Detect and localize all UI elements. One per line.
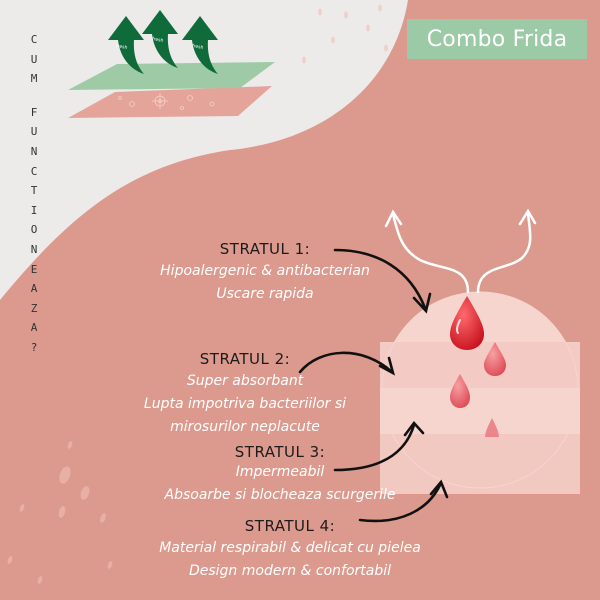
question-letter: I: [30, 203, 38, 217]
question-letter: ?: [30, 340, 38, 354]
layer-3-title: STRATUL 3:: [234, 443, 326, 461]
layer-3-block: STRATUL 3: Impermeabil Absoarbe si bloch…: [130, 443, 430, 507]
layer-1-title: STRATUL 1:: [219, 240, 311, 258]
layer-3-line-1: Impermeabil: [235, 464, 325, 480]
question-letter: A: [30, 321, 38, 335]
decorative-dots-bottom: [7, 441, 113, 584]
decorative-dots-top: [302, 4, 388, 64]
question-letter: Z: [30, 301, 38, 315]
question-letter: M: [30, 72, 38, 86]
product-badge: Combo Frida: [407, 19, 587, 59]
question-letter: E: [30, 262, 38, 276]
layer-3-line-2: Absoarbe si blocheaza scurgerile: [164, 487, 396, 503]
layer-1-block: STRATUL 1: Hipoalergenic & antibacterian…: [115, 240, 415, 306]
drop-icon-large: [450, 296, 484, 350]
layer-4-line-2: Design modern & confortabil: [188, 563, 392, 579]
layer-4-block: STRATUL 4: Material respirabil & delicat…: [125, 517, 455, 583]
question-letter: N: [30, 242, 38, 256]
fresh-arrows: [108, 10, 218, 74]
pointer-arrows: [298, 248, 449, 523]
fresh-label-2: fresh: [152, 36, 164, 44]
layer-1-line-2: Uscare rapida: [216, 286, 314, 302]
question-letter: U: [30, 52, 38, 66]
vapour-arrows: [384, 208, 537, 294]
question-letter: T: [30, 184, 38, 198]
layer-4-title: STRATUL 4:: [244, 517, 336, 535]
layer-2-line-2: Lupta impotriva bacteriilor si: [143, 396, 347, 412]
layer-4-line-1: Material respirabil & delicat cu pielea: [159, 540, 421, 556]
drop-icon-tiny: [485, 418, 499, 437]
fresh-label-3: fresh: [192, 43, 204, 51]
layer-2-line-1: Super absorbant: [186, 373, 304, 389]
layer-1-line-1: Hipoalergenic & antibacterian: [160, 263, 370, 279]
blood-drops: [450, 296, 506, 437]
layer-2-title: STRATUL 2:: [199, 350, 291, 368]
layer-2-block: STRATUL 2: Super absorbant Lupta impotri…: [100, 350, 390, 439]
layers-illustration: [68, 10, 275, 118]
pink-layer: [68, 86, 272, 118]
question-letter: N: [30, 144, 38, 158]
green-layer: [68, 62, 275, 90]
question-letter: O: [30, 223, 38, 237]
question-gap: [24, 89, 44, 103]
drop-icon-small: [450, 374, 470, 408]
question-letter: U: [30, 125, 38, 139]
product-badge-label: Combo Frida: [426, 26, 568, 52]
absorption-circle: [380, 291, 580, 494]
vertical-question: C U M F U N C T I O N E A Z A ?: [24, 30, 44, 358]
layer-2-line-3: mirosurilor neplacute: [170, 419, 320, 435]
question-letter: C: [30, 33, 38, 46]
question-letter: F: [30, 105, 38, 119]
question-letter: C: [30, 164, 38, 178]
fresh-label-1: fresh: [116, 43, 128, 51]
question-letter: A: [30, 282, 38, 296]
drop-icon-medium: [484, 342, 506, 376]
